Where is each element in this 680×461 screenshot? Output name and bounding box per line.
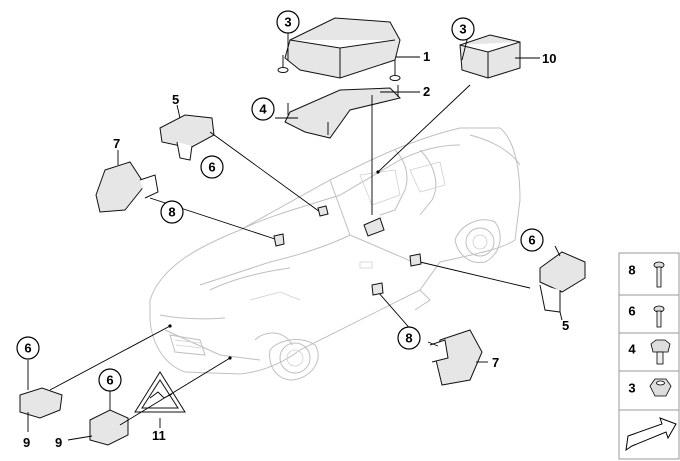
sensor-part-9-a: [19, 387, 63, 419]
callout-6-upper: 6: [200, 155, 224, 179]
sensor-part-5-right: [539, 251, 586, 313]
callout-3-right: 3: [451, 17, 475, 41]
callout-6-bottom-mid-text: 6: [106, 373, 113, 388]
short-screw-icon: [653, 305, 665, 328]
car-outline: [149, 127, 521, 381]
legend-label-8: 8: [628, 263, 635, 278]
sensor-part-10: [459, 34, 521, 79]
callout-6-right-text: 6: [528, 233, 535, 248]
callout-6-bottom-mid: 6: [98, 368, 122, 392]
callout-4: 4: [251, 97, 275, 121]
callout-6-right: 6: [520, 228, 544, 252]
callout-10: 10: [542, 51, 556, 66]
sensor-part-5-top: [159, 114, 215, 161]
legend-label-4: 4: [628, 342, 636, 357]
callout-7-left: 7: [113, 136, 120, 151]
callout-9-left: 9: [23, 435, 30, 450]
sensor-part-7-right: [429, 329, 483, 386]
callout-11: 11: [152, 428, 166, 443]
callout-3-right-text: 3: [459, 22, 466, 37]
control-unit-part: [277, 17, 401, 81]
callout-4-text: 4: [259, 102, 267, 117]
callout-6-upper-text: 6: [208, 160, 215, 175]
callout-6-bottom-left: 6: [16, 336, 40, 360]
legend-label-6: 6: [628, 304, 635, 319]
hex-bolt-icon: [650, 339, 671, 365]
callout-8-right: 8: [397, 326, 421, 350]
callout-8-left-text: 8: [168, 205, 175, 220]
hardware-legend: 8 6 4 3: [618, 252, 680, 460]
warning-label-part: [134, 371, 186, 413]
callout-8-left: 8: [160, 200, 184, 224]
sensor-part-7-left: [95, 161, 159, 213]
callout-6-bottom-left-text: 6: [24, 341, 31, 356]
callout-1: 1: [423, 49, 430, 64]
callout-9-mid: 9: [55, 435, 62, 450]
arrow-icon: [625, 417, 677, 452]
leader-lines: [27, 32, 563, 441]
long-screw-icon: [653, 261, 665, 288]
sensor-part-9-b: [89, 409, 129, 446]
mounting-points: [168, 170, 422, 360]
legend-label-3: 3: [628, 381, 635, 396]
callout-5-right: 5: [562, 318, 569, 333]
hex-nut-icon: [649, 378, 672, 397]
callout-3-top: 3: [276, 10, 300, 34]
bracket-part: [284, 85, 401, 139]
callout-7-right: 7: [492, 355, 499, 370]
callout-3-top-text: 3: [284, 15, 291, 30]
callout-2: 2: [423, 84, 430, 99]
callout-5-top: 5: [172, 92, 179, 107]
callout-8-right-text: 8: [405, 331, 412, 346]
